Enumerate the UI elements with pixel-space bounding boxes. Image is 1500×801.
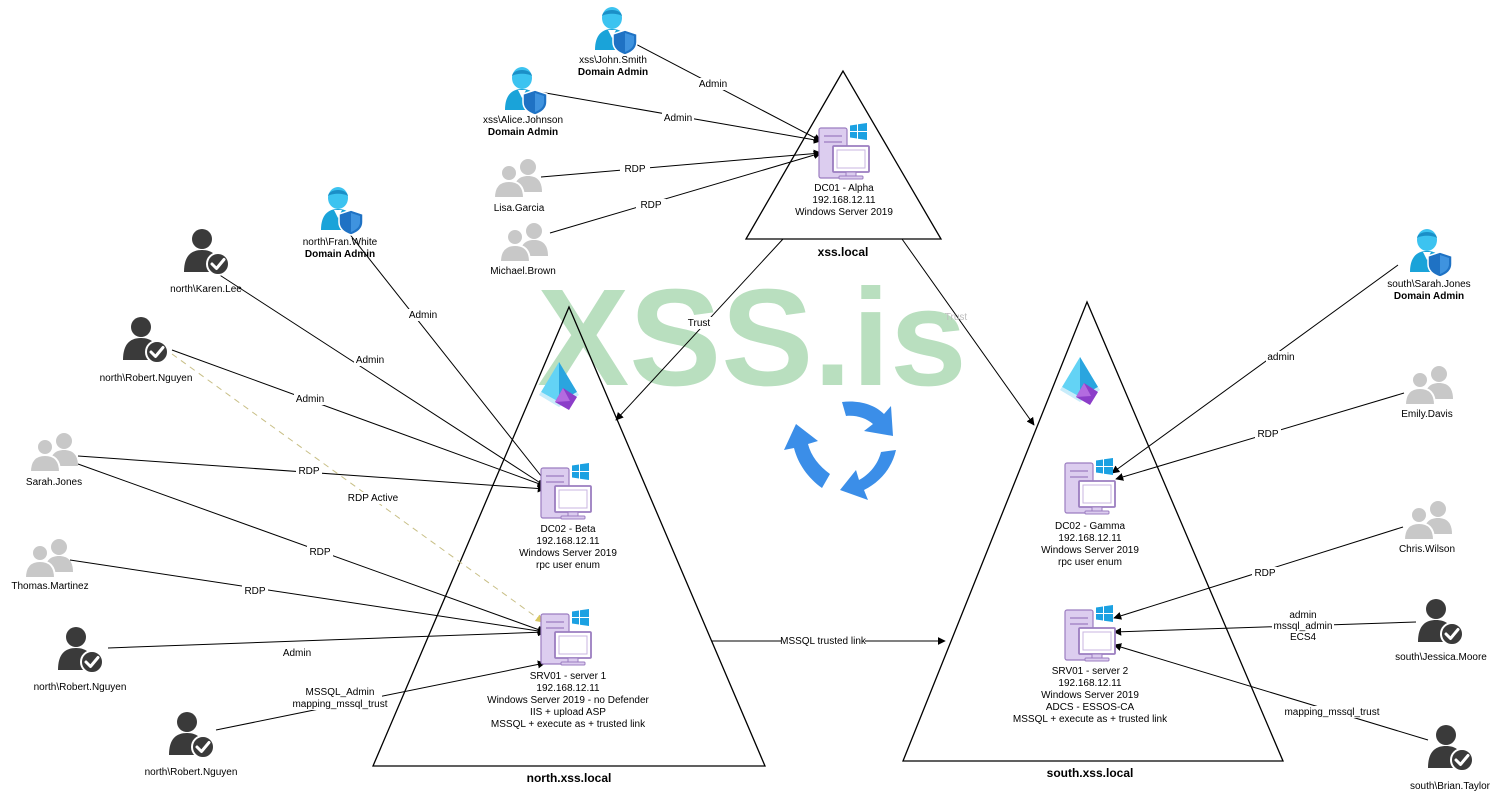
azure-ad-icon [1060,357,1100,405]
label-brian-map: mapping_mssql_trust [1284,707,1379,718]
user-verified-icon [167,710,216,760]
user-group-icon [24,538,74,579]
domain-label-xss: xss.local [818,245,869,259]
server-north-dc02-icon [540,462,592,520]
user-admin-icon [320,186,364,236]
edge-thomas-rdp [69,559,546,635]
label-jessica-l3: ECS4 [1290,632,1317,643]
user-sarah-s-name: south\Sarah.Jones [1387,279,1470,290]
label-lisa-rdp: RDP [624,164,645,175]
edge-fran-admin [347,231,550,487]
user-group-icon [29,432,79,473]
domain-north-triangle [372,305,766,767]
user-admin-icon [504,66,548,116]
edge-trust-right [901,238,1035,426]
user-group-icon [493,158,543,199]
user-verified-icon [182,227,231,277]
user-group-icon [499,222,549,263]
label-rdp-active: RDP Active [348,493,399,504]
user-group-icon [1403,500,1453,541]
label-sarah-rdp2: RDP [309,547,330,558]
label-alice-admin: Admin [664,113,692,124]
label-thomas-rdp: RDP [244,586,265,597]
user-verified-icon [1416,597,1465,647]
label-john-admin: Admin [699,79,727,90]
label-michael-rdp: RDP [640,200,661,211]
user-john-role: Domain Admin [578,67,648,78]
edge-trust-left [615,238,784,421]
edge-sarah-s-admin [1111,264,1399,474]
user-admin-icon [594,6,638,56]
label-robert1-admin: Admin [296,394,324,405]
label-mssql-link: MSSQL trusted link [780,636,867,647]
user-verified-icon [56,625,105,675]
user-fran-role: Domain Admin [305,249,375,260]
user-john-name: xss\John.Smith [579,55,647,66]
edge-michael-rdp [549,151,822,234]
edge-jessica [1113,621,1417,636]
user-chris-name: Chris.Wilson [1399,544,1455,555]
label-jessica-l2: mssql_admin [1274,621,1333,632]
server-north-srv01-icon [540,608,592,666]
domain-label-south: south.xss.local [1047,766,1134,780]
label-karen-admin: Admin [356,355,384,366]
label-sarah-s-admin: admin [1267,352,1294,363]
label-sarah-rdp1: RDP [298,466,319,477]
user-admin-icon [1409,228,1453,278]
edge-robert2-admin [107,628,546,649]
domain-label-north: north.xss.local [527,771,612,785]
user-alice-name: xss\Alice.Johnson [483,115,563,126]
edge-robert1-admin [171,349,546,488]
user-fran-name: north\Fran.White [303,237,378,248]
user-thomas-name: Thomas.Martinez [11,581,88,592]
watermark-text: XSS.is [537,261,967,415]
user-group-icon [1404,365,1454,406]
edge-john-admin [627,39,822,142]
sync-cycle-icon [784,401,896,500]
user-sarah-n-name: Sarah.Jones [26,477,82,488]
user-karen-name: north\Karen.Lee [170,284,242,295]
label-robert3-l2: mapping_mssql_trust [292,699,387,710]
edge-rdp-active [171,353,544,623]
user-robert1-name: north\Robert.Nguyen [100,373,193,384]
label-chris-rdp: RDP [1254,568,1275,579]
user-robert2-name: north\Robert.Nguyen [34,682,127,693]
label-robert2-admin: Admin [283,648,311,659]
user-brian-name: south\Brian.Taylor [1410,781,1491,792]
server-dc01-icon [818,122,870,180]
label-fran-admin: Admin [409,310,437,321]
label-emily-rdp: RDP [1257,429,1278,440]
server-south-srv01-icon [1064,604,1116,662]
label-trust-right: Trust [945,312,968,323]
server-south-dc02-icon [1064,457,1116,515]
user-emily-name: Emily.Davis [1401,409,1452,420]
user-verified-icon [121,315,170,365]
user-jessica-name: south\Jessica.Moore [1395,652,1487,663]
domain-south-triangle [902,300,1284,762]
edge-karen-admin [214,271,546,487]
user-sarah-s-role: Domain Admin [1394,291,1464,302]
label-trust-left: Trust [688,318,711,329]
edge-brian-map [1113,643,1429,741]
user-lisa-name: Lisa.Garcia [494,203,545,214]
label-robert3-l1: MSSQL_Admin [306,687,375,698]
user-michael-name: Michael.Brown [490,266,556,277]
user-robert3-name: north\Robert.Nguyen [145,767,238,778]
user-verified-icon [1426,723,1475,773]
user-alice-role: Domain Admin [488,127,558,138]
label-jessica-l1: admin [1289,610,1316,621]
edge-lisa-rdp [540,149,822,178]
